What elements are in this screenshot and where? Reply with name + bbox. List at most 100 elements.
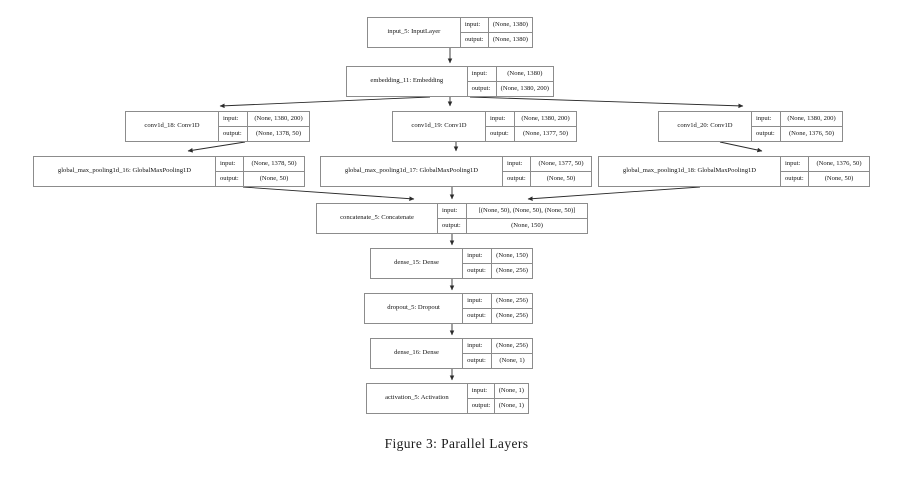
io-output-label: output: xyxy=(752,127,781,141)
io-output-shape: (None, 1380) xyxy=(492,35,528,43)
node-io-table: input: (None, 1380, 200) output: (None, … xyxy=(752,112,842,141)
node-io-input-row: input: (None, 1380, 200) xyxy=(219,112,309,127)
node-io-table: input: (None, 1378, 50) output: (None, 5… xyxy=(216,157,304,186)
node-io-output-row: output: (None, 50) xyxy=(781,172,869,186)
io-input-shape: (None, 1380) xyxy=(492,20,528,28)
node-label: global_max_pooling1d_16: GlobalMaxPoolin… xyxy=(34,157,216,186)
io-output-label: output: xyxy=(463,309,493,323)
figure-caption: Figure 3: Parallel Layers xyxy=(384,436,529,451)
node-io-input-row: input: (None, 1380) xyxy=(460,18,532,33)
node-io-input-row: input: (None, 1377, 50) xyxy=(503,157,591,172)
io-input-label: input: xyxy=(219,112,248,126)
node-io-input-row: input: (None, 256) xyxy=(463,339,532,354)
node-label: dense_16: Dense xyxy=(371,339,464,368)
node-io-output-row: output: (None, 50) xyxy=(216,172,304,186)
node-label: conv1d_19: Conv1D xyxy=(393,112,486,141)
node-io-input-row: input: (None, 1) xyxy=(467,384,528,399)
io-output-label: output: xyxy=(216,172,244,186)
io-output-shape: (None, 1) xyxy=(499,356,525,364)
node-label: global_max_pooling1d_18: GlobalMaxPoolin… xyxy=(599,157,781,186)
edge-gmp_18-concatenate_5 xyxy=(527,186,701,202)
node-io-table: input: (None, 1) output: (None, 1) xyxy=(467,384,528,413)
node-input-5[interactable]: input_5: InputLayer input: (None, 1380) … xyxy=(367,17,533,48)
node-global-max-pooling1d-16[interactable]: global_max_pooling1d_16: GlobalMaxPoolin… xyxy=(33,156,305,187)
node-label: conv1d_20: Conv1D xyxy=(659,112,752,141)
node-io-output-row: output: (None, 256) xyxy=(463,309,532,323)
node-io-table: input: [(None, 50), (None, 50), (None, 5… xyxy=(438,204,587,233)
node-global-max-pooling1d-17[interactable]: global_max_pooling1d_17: GlobalMaxPoolin… xyxy=(320,156,592,187)
io-output-shape: (None, 50) xyxy=(546,174,576,182)
edge-gmp_16-concatenate_5 xyxy=(242,186,415,202)
io-input-label: input: xyxy=(463,339,493,353)
io-input-shape: (None, 1380, 200) xyxy=(787,114,836,122)
node-io-output-row: output: (None, 1) xyxy=(468,399,528,413)
node-io-input-row: input: [(None, 50), (None, 50), (None, 5… xyxy=(438,204,587,219)
edge-embedding_11-conv1d_18 xyxy=(219,96,431,109)
edge-embedding_11-conv1d_20 xyxy=(469,96,744,109)
node-io-output-row: output: (None, 1378, 50) xyxy=(219,127,309,141)
node-global-max-pooling1d-18[interactable]: global_max_pooling1d_18: GlobalMaxPoolin… xyxy=(598,156,870,187)
node-conv1d-20[interactable]: conv1d_20: Conv1D input: (None, 1380, 20… xyxy=(658,111,843,142)
io-output-label: output: xyxy=(463,354,493,368)
node-label: input_5: InputLayer xyxy=(368,18,461,47)
edge-conv1d_20-gmp_18 xyxy=(719,141,763,153)
node-io-output-row: output: (None, 1380, 200) xyxy=(468,82,553,96)
io-input-shape: (None, 1380) xyxy=(507,69,543,77)
node-conv1d-19[interactable]: conv1d_19: Conv1D input: (None, 1380, 20… xyxy=(392,111,577,142)
io-input-label: input: xyxy=(503,157,531,171)
io-output-shape: (None, 1378, 50) xyxy=(255,129,302,137)
io-input-label: input: xyxy=(752,112,781,126)
node-io-table: input: (None, 256) output: (None, 256) xyxy=(463,294,532,323)
io-output-label: output: xyxy=(781,172,809,186)
io-output-shape: (None, 50) xyxy=(824,174,854,182)
node-dense-15[interactable]: dense_15: Dense input: (None, 150) outpu… xyxy=(370,248,533,279)
node-io-table: input: (None, 256) output: (None, 1) xyxy=(463,339,532,368)
node-label: activation_5: Activation xyxy=(367,384,468,413)
node-embedding-11[interactable]: embedding_11: Embedding input: (None, 13… xyxy=(346,66,554,97)
io-input-label: input: xyxy=(438,204,467,218)
io-output-shape: (None, 150) xyxy=(511,221,543,229)
node-label: global_max_pooling1d_17: GlobalMaxPoolin… xyxy=(321,157,503,186)
io-input-label: input: xyxy=(463,249,493,263)
edge-conv1d_18-gmp_16 xyxy=(187,141,246,153)
io-input-shape: (None, 1377, 50) xyxy=(538,159,584,167)
io-input-shape: (None, 256) xyxy=(496,341,528,349)
io-output-label: output: xyxy=(468,82,497,96)
node-label: dense_15: Dense xyxy=(371,249,464,278)
io-output-shape: (None, 1) xyxy=(498,401,524,409)
io-output-shape: (None, 1380, 200) xyxy=(500,84,549,92)
io-input-label: input: xyxy=(781,157,809,171)
node-io-output-row: output: (None, 150) xyxy=(438,219,587,233)
io-output-shape: (None, 256) xyxy=(496,266,528,274)
node-io-input-row: input: (None, 1376, 50) xyxy=(781,157,869,172)
node-io-input-row: input: (None, 1380, 200) xyxy=(752,112,842,127)
node-io-output-row: output: (None, 1380) xyxy=(461,33,532,47)
io-output-label: output: xyxy=(463,264,493,278)
node-label: dropout_5: Dropout xyxy=(365,294,464,323)
node-io-table: input: (None, 1380, 200) output: (None, … xyxy=(219,112,309,141)
io-output-label: output: xyxy=(468,399,495,413)
node-dense-16[interactable]: dense_16: Dense input: (None, 256) outpu… xyxy=(370,338,533,369)
node-io-table: input: (None, 1380, 200) output: (None, … xyxy=(486,112,576,141)
io-input-label: input: xyxy=(486,112,515,126)
node-io-table: input: (None, 1380) output: (None, 1380,… xyxy=(467,67,553,96)
io-input-label: input: xyxy=(463,294,493,308)
io-input-shape: [(None, 50), (None, 50), (None, 50)] xyxy=(478,206,576,214)
io-output-shape: (None, 1377, 50) xyxy=(522,129,569,137)
io-output-label: output: xyxy=(503,172,531,186)
node-io-output-row: output: (None, 1) xyxy=(463,354,532,368)
node-conv1d-18[interactable]: conv1d_18: Conv1D input: (None, 1380, 20… xyxy=(125,111,310,142)
node-io-output-row: output: (None, 256) xyxy=(463,264,532,278)
node-concatenate-5[interactable]: concatenate_5: Concatenate input: [(None… xyxy=(316,203,588,234)
node-io-input-row: input: (None, 256) xyxy=(463,294,532,309)
node-dropout-5[interactable]: dropout_5: Dropout input: (None, 256) ou… xyxy=(364,293,533,324)
io-input-shape: (None, 1) xyxy=(498,386,524,394)
node-activation-5[interactable]: activation_5: Activation input: (None, 1… xyxy=(366,383,529,414)
node-io-table: input: (None, 1380) output: (None, 1380) xyxy=(460,18,532,47)
node-io-input-row: input: (None, 150) xyxy=(463,249,532,264)
node-io-input-row: input: (None, 1378, 50) xyxy=(216,157,304,172)
io-input-shape: (None, 1376, 50) xyxy=(816,159,862,167)
node-label: conv1d_18: Conv1D xyxy=(126,112,219,141)
io-input-label: input: xyxy=(468,67,497,81)
